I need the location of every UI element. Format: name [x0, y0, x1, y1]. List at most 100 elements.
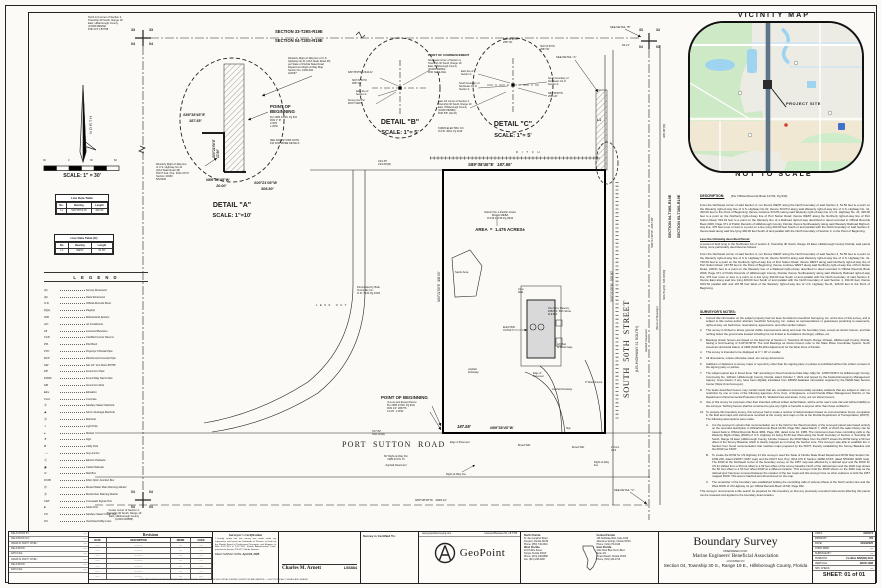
drawing-label: POINT OF BEGINNING [381, 395, 428, 400]
drawing-label: POINT OF COMMENCEMENT [428, 53, 470, 57]
drawing-label: Septic Area [455, 271, 469, 274]
legend-item: ✶Light Pole [44, 424, 98, 428]
drawing-label: (Basis of Bearings) [655, 306, 659, 330]
field-data-row: CREW #1 PARTY CHIEF:----- [9, 542, 89, 548]
drawing-label: 0 [68, 159, 70, 162]
drawing-label: (A Less and Except Parcel Per ORB 14746,… [387, 401, 417, 413]
drawing-label: 03 [656, 45, 660, 49]
drawing-label: South boundary of Northeast 1/4 of Secti… [548, 77, 569, 86]
surveyor-note: A.It is the surveyor's opinion that monu… [706, 422, 870, 452]
drawing-label: Right-of-Way line [594, 461, 610, 468]
geopoint-website: www.geopointsurveying.com [422, 533, 452, 535]
drawing-label: SECTION 03-T30S-R19E [677, 194, 681, 238]
drawing-label: Survey line Per FDOT MAPS [348, 99, 365, 105]
drawing-label: 33 [639, 28, 643, 32]
less-parcel-title: Less the following described Parcel: [700, 236, 751, 241]
drawing-label: S00°21'08"W [254, 181, 278, 185]
drawing-label: East 1/4 corner of Section 4, Township 3… [438, 100, 472, 115]
survey-type-title: Boundary Survey [693, 534, 778, 548]
surveyor-note: 2.This survey is limited to above ground… [700, 328, 870, 336]
drawing-label: TAMPA ELECTRIC CO. O.R.B. 4633, Pg 1199 [438, 127, 465, 133]
legend-item: Conc.Concrete [44, 397, 97, 401]
description-subtitle: (Per Official Records Book 14746, Pg 932… [730, 194, 788, 198]
legend-block: L E G E N D (S)Survey Dimension(D)Deed D… [44, 272, 148, 523]
legend-item: →•Guy Anchor [44, 451, 100, 455]
drawing-label: S00°21'30"W 2657.60' [650, 217, 654, 248]
drawing-label: Westerly Right-of-Way line of U.S. Highw… [156, 163, 189, 182]
surveyor-note: 9.Use of this survey for purposes other … [700, 400, 870, 408]
field-data-table: FIELD WORK BY:-----FIELD BOOK NO.:-----C… [8, 531, 90, 584]
drawing-label: 60 [114, 159, 117, 162]
drawing-label: 33 [131, 28, 135, 32]
drawing-label: SEE DETAIL "A" [556, 55, 577, 59]
surveyor-license: LS6884 [343, 566, 357, 570]
drawing-label: N89°38'45"W [490, 426, 514, 430]
notes-title: SURVEYOR'S NOTES: [700, 310, 736, 314]
certification-title: Surveyor's Certification [228, 533, 263, 537]
surveyor-note: 8.The lands described hereon may contain… [700, 387, 870, 399]
drawing-label: 04 [149, 490, 153, 494]
info-row: VERTICAL:NAVD-1988 [813, 561, 875, 567]
vicinity-map-graphic [690, 23, 862, 171]
drawing-label: POINT OF BEGINNING [270, 104, 295, 115]
notes-list: 1.Current title information on the subje… [700, 316, 870, 489]
drawing-label: A/C Pad w/ Metal Cage [557, 343, 573, 349]
drawing-label: 33 [149, 28, 153, 32]
field-data-row: DATA FILE:----- [9, 568, 89, 573]
drawing-label: 04 [131, 490, 135, 494]
drawing-label: AREA = 1.475 ACRES± [475, 227, 525, 232]
geopoint-logo-icon [434, 542, 455, 564]
geopoint-cell: www.geopointsurveying.com Licensed Busin… [419, 532, 521, 583]
legend-item: P.B.Plat Book [44, 343, 98, 347]
surveyor-note: 7.The subject parcel lies in Flood Zone … [700, 371, 870, 386]
drawing-label: 400.00'(D) [662, 124, 666, 138]
drawing-label: 2' Conc. Curb [611, 446, 620, 452]
drawing-label: S00°21'30"W 2657.60' [352, 79, 367, 85]
vicinity-title: VICINITY MAP [737, 10, 811, 19]
info-row: DATE:04/23/2025 [813, 542, 875, 547]
drawing-label: 30 [43, 159, 46, 162]
drawing-label: S89°38'45"E 187.55' [468, 162, 512, 167]
drawing-label: 63.21' [622, 43, 630, 47]
drawing-label: Asphalt Pavement [385, 464, 407, 467]
less-parcel-body: A parcel of land lying in the Northeast … [700, 241, 870, 250]
legend-item: Pg(s)Page(s) [44, 309, 96, 313]
signature-cell: Charles M. Arnett LS6884 [279, 532, 361, 583]
field-data-row: DATA FILE:----- [9, 552, 89, 558]
description-title: DESCRIPTION: [700, 194, 725, 198]
drawing-label: L E S S O U T [316, 303, 348, 307]
certified-to-cell: Survey is Certified To: [361, 532, 419, 583]
drawing-label: Per ORB 14746, Pg 932 FND 1" IP 0.30'N 1… [270, 116, 297, 128]
info-row: DRWN BY:DS [813, 537, 875, 542]
drawing-label: 308.80' [261, 187, 274, 191]
drawing-label: Peninsula Dry Bulk Terminals Inc. O.R. 7… [357, 286, 381, 296]
drawing-label: Asphalt Pavement [644, 329, 648, 352]
drawing-label: Center corner of Section 4, Township 30 … [106, 509, 142, 522]
geopoint-logo-text: GeoPoint [459, 547, 506, 559]
drawing-label: ELECTRIC OUTLET [503, 326, 516, 332]
drawing-label: Northeast corner of Section 4, Township … [428, 59, 462, 74]
drawing-label: Asphalt Driveway [552, 388, 573, 391]
drawing-label: 187.55' [457, 424, 471, 429]
surveyor-note: 6.Additions or Deletions to survey maps … [700, 361, 870, 370]
drawing-label: DETAIL "B" [380, 119, 420, 126]
field-data-row: FIELD WORK BY:----- [9, 532, 89, 538]
drawing-label: 04 [149, 42, 153, 46]
located-in-label: LOCATED IN [726, 559, 745, 563]
drawing-label: District No 1-Pacific Coast District MEB… [484, 211, 516, 221]
